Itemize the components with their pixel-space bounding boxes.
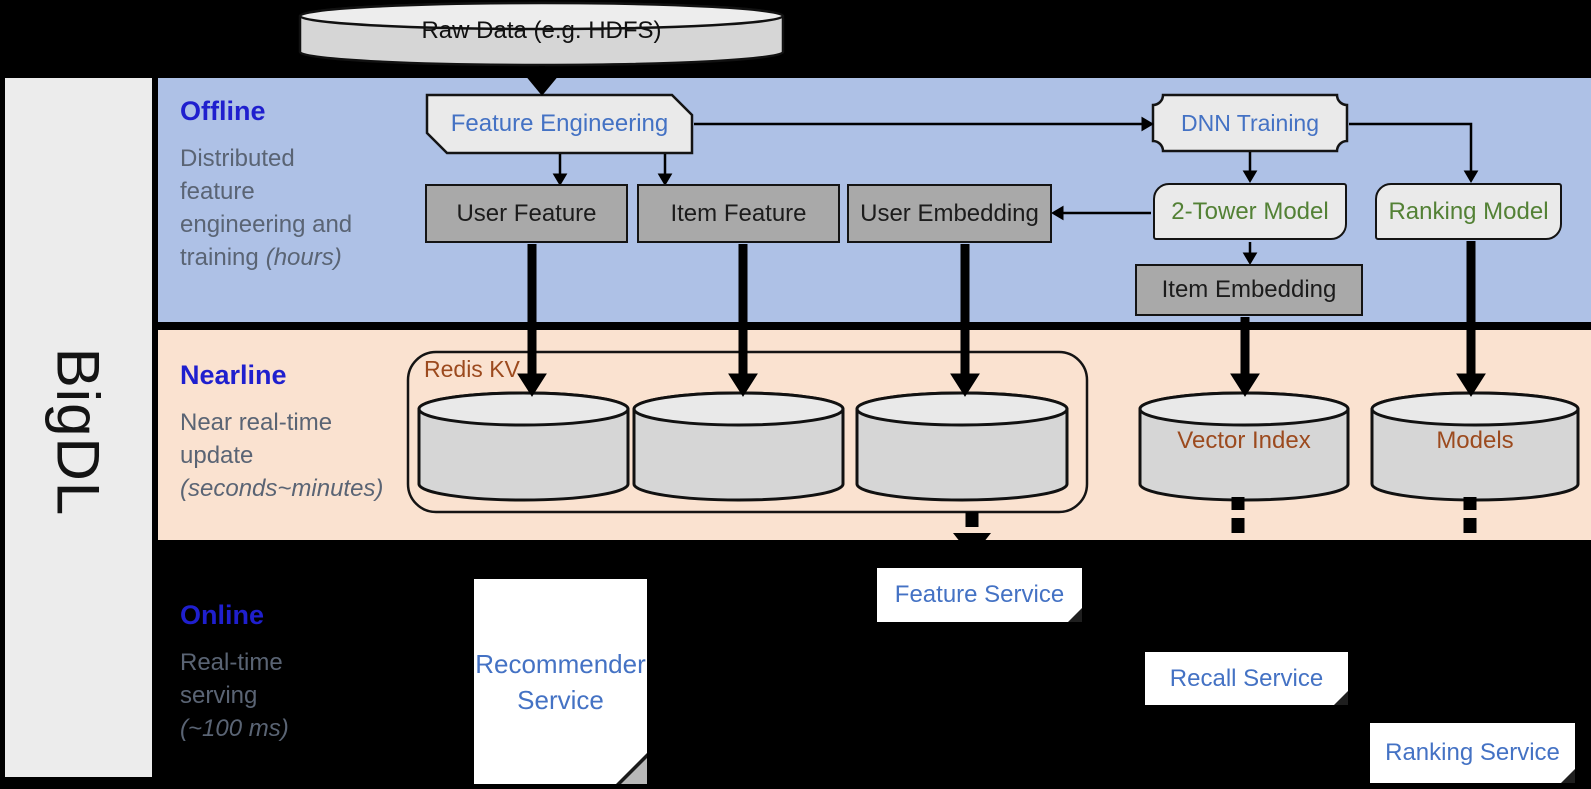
nearline-section-title: Nearline (180, 360, 287, 390)
feature-service-card: Feature Service (877, 568, 1082, 622)
feature-engineering-node: Feature Engineering (450, 110, 669, 137)
recommender-service-card: Recommender Service (474, 579, 647, 784)
bigdl-sidebar (5, 78, 152, 777)
item-feature-node: Item Feature (637, 184, 840, 243)
raw-data-label: Raw Data (e.g. HDFS) (421, 17, 662, 44)
user-feature-node: User Feature (425, 184, 628, 243)
page-fold-icon (621, 758, 647, 784)
two-tower-model-node: 2-Tower Model (1153, 183, 1347, 240)
ranking-model-node: Ranking Model (1375, 183, 1562, 240)
offline-section-title: Offline (180, 96, 266, 126)
page-fold-icon (1334, 691, 1348, 705)
online-section-description: Real-time serving (~100 ms) (180, 649, 289, 742)
nearline-section-description: Near real-time update (seconds~minutes) (180, 409, 384, 502)
redis-kv-label: Redis KV (424, 356, 520, 382)
offline-section-description: Distributed feature engineering and trai… (180, 145, 353, 271)
ranking-service-card: Ranking Service (1370, 723, 1575, 783)
user-embedding-node: User Embedding (847, 184, 1052, 243)
page-fold-icon (1561, 769, 1575, 783)
item-embedding-node: Item Embedding (1135, 264, 1363, 316)
vector-index-label: Vector Index (1177, 427, 1311, 454)
bigdl-logo-text: BigDL (44, 347, 112, 517)
recall-service-card: Recall Service (1145, 652, 1348, 705)
models-label: Models (1436, 427, 1514, 454)
page-fold-icon (1068, 608, 1082, 622)
online-section-title: Online (180, 600, 265, 630)
dnn-training-node: DNN Training (1180, 109, 1320, 136)
